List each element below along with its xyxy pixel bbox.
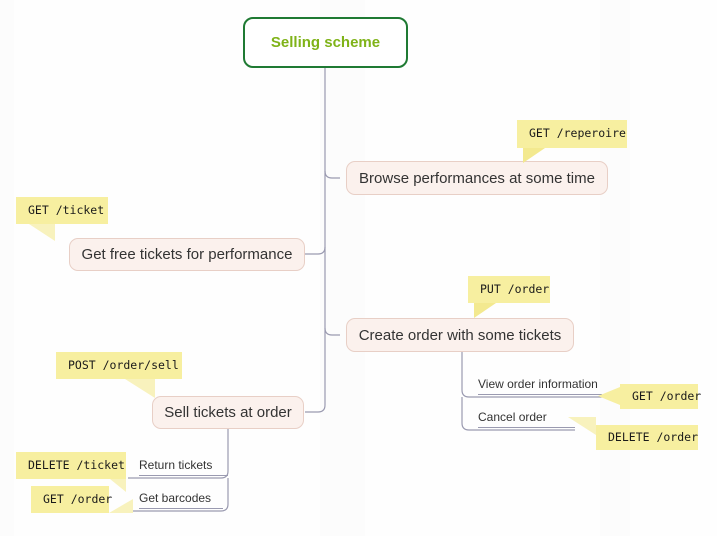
node-get-free-tickets[interactable]: Get free tickets for performance bbox=[69, 238, 305, 271]
note-post-order-sell[interactable]: POST /order/sell bbox=[56, 352, 182, 398]
node-sell-tickets[interactable]: Sell tickets at order bbox=[152, 396, 304, 429]
leaf-return-tickets[interactable]: Return tickets bbox=[139, 459, 228, 476]
note-delete-order-label: DELETE /order bbox=[608, 429, 699, 444]
leaf-return-tickets-label: Return tickets bbox=[139, 458, 213, 472]
root-node[interactable]: Selling scheme bbox=[243, 17, 408, 68]
note-tail-icon bbox=[109, 499, 133, 513]
note-tail-icon bbox=[523, 148, 545, 163]
note-get-ticket-label: GET /ticket bbox=[28, 202, 105, 217]
note-tail-icon bbox=[28, 224, 55, 241]
root-node-label: Selling scheme bbox=[270, 34, 381, 51]
leaf-cancel-order-label: Cancel order bbox=[478, 410, 547, 424]
node-create-order[interactable]: Create order with some tickets bbox=[346, 318, 574, 352]
leaf-get-barcodes-label: Get barcodes bbox=[139, 491, 212, 505]
note-post-order-sell-label: POST /order/sell bbox=[68, 357, 179, 372]
leaf-view-order-information[interactable]: View order information bbox=[478, 378, 602, 395]
node-create-order-label: Create order with some tickets bbox=[358, 326, 562, 344]
note-delete-ticket-label: DELETE /ticket bbox=[28, 457, 125, 472]
leaf-view-order-information-label: View order information bbox=[478, 377, 598, 391]
note-delete-order[interactable]: DELETE /order bbox=[568, 417, 699, 450]
note-get-order-barcodes[interactable]: GET /order bbox=[31, 486, 133, 513]
note-put-order[interactable]: PUT /order bbox=[468, 276, 550, 318]
note-get-ticket[interactable]: GET /ticket bbox=[16, 197, 108, 241]
note-delete-ticket[interactable]: DELETE /ticket bbox=[16, 452, 126, 492]
note-tail-icon bbox=[125, 379, 156, 398]
background-band-mid bbox=[320, 0, 365, 536]
note-get-order-view-label: GET /order bbox=[632, 388, 702, 403]
leaf-get-barcodes[interactable]: Get barcodes bbox=[139, 492, 223, 509]
note-tail-icon bbox=[598, 387, 620, 405]
note-tail-icon bbox=[110, 479, 126, 492]
note-get-order-barcodes-label: GET /order bbox=[43, 491, 113, 506]
node-sell-tickets-label: Sell tickets at order bbox=[164, 404, 292, 421]
background-band-right bbox=[600, 0, 630, 536]
background-band-left bbox=[0, 0, 14, 536]
node-get-free-tickets-label: Get free tickets for performance bbox=[81, 246, 293, 263]
note-tail-icon bbox=[568, 417, 596, 435]
node-browse-performances-label: Browse performances at some time bbox=[359, 169, 595, 187]
note-tail-icon bbox=[474, 303, 496, 318]
note-get-order-view[interactable]: GET /order bbox=[598, 384, 702, 409]
note-get-reperoire-label: GET /reperoire bbox=[529, 126, 626, 141]
node-browse-performances[interactable]: Browse performances at some time bbox=[346, 161, 608, 195]
note-put-order-label: PUT /order bbox=[480, 281, 550, 296]
leaf-cancel-order[interactable]: Cancel order bbox=[478, 411, 575, 428]
note-get-reperoire[interactable]: GET /reperoire bbox=[517, 120, 627, 163]
